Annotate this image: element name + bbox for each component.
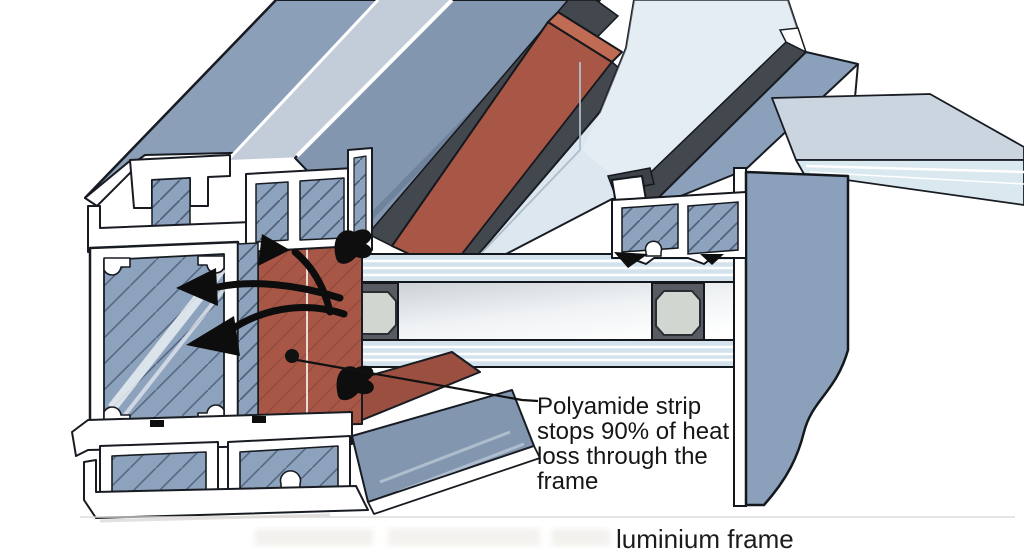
beam-crest-highlight [295,0,454,158]
bead-chamber-left [621,203,679,253]
glazing-bead [606,167,747,268]
heat-arrow-low-head [186,316,240,356]
frame-cross-section [71,147,541,523]
heat-arrow-mid-head [176,268,218,306]
outer-frame-panel [744,170,850,507]
sash-gasket-curl-top [334,229,372,264]
glass-lamination-lines [350,345,742,362]
annotation-line-3: loss through the [537,443,708,470]
wedge-bottom-edge [367,445,541,515]
heat-arrow-up-head [258,234,290,266]
right-pane-top [771,93,1024,161]
pane-edge-line [809,171,1024,185]
annotation-line-4: frame [537,468,598,495]
polyamide-annotation: Polyamide strip stops 90% of heat loss t… [285,349,729,495]
annotation-line-1: Polyamide strip [537,393,701,420]
bead-chamber-right [687,201,739,255]
bottom-flange [83,459,369,519]
bead-gasket-lower-2 [700,254,724,265]
pane-highlight [582,0,804,197]
chamber-reflection-2 [122,282,230,418]
left-frame-top-face-group [84,0,805,287]
pane-edge-line [805,164,1024,174]
sash-gasket-curl-bottom [336,365,374,401]
seam-line [226,0,380,162]
pane-crease [449,62,581,287]
screw-port-tl [103,257,131,276]
bead-gasket-lower [614,252,648,268]
caption-text: luminium frame [616,524,794,554]
flange-slot-2 [252,416,266,423]
polyamide-side-face [361,351,481,421]
heat-arrow-up-tail [291,248,334,316]
double-glazing-unit [347,253,745,368]
heat-arrow-low-tail [224,304,348,336]
top-face-channel [228,0,455,160]
polyamide-strip-cap [547,11,623,63]
annotation-line-2: stops 90% of heat [537,418,729,445]
heat-flow-arrows [176,234,348,356]
spacer-octagon-right [655,290,701,336]
bead-keyhole-notch [644,240,663,257]
ladder-chamber-right [299,177,345,241]
flange-slot [150,420,164,427]
outer-frame-right-group [620,27,1024,211]
annotation-leader-line [296,358,539,403]
ladder-chamber-left [255,181,289,243]
face-edge [84,0,277,199]
faded-text-remnant [255,528,610,546]
annotation-dot [285,349,299,363]
caption-group: luminium frame [80,516,1015,554]
chamber-web [237,242,259,431]
outer-frame-panel-group [733,167,850,507]
beam-tip-highlight [778,27,808,54]
glass-lamination-lines [350,259,738,277]
heat-arrow-mid-tail [214,280,344,302]
